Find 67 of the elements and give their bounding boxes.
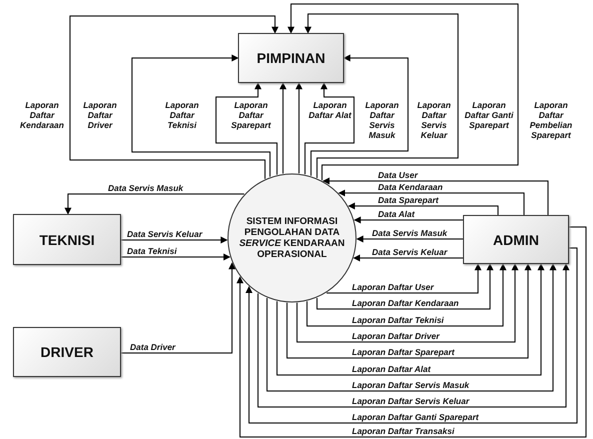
edge-label: Data Servis Keluar xyxy=(127,229,202,239)
arrow xyxy=(304,82,354,175)
edge-label: Laporan Daftar Ganti Sparepart xyxy=(352,412,479,422)
edge-label: Data Alat xyxy=(378,209,415,219)
arrow xyxy=(353,254,464,262)
arrow xyxy=(280,82,286,174)
arrow xyxy=(286,263,532,358)
arrow xyxy=(120,236,228,244)
edge-label: Laporan Daftar Ganti Sparepart xyxy=(464,100,514,130)
arrow xyxy=(306,263,506,326)
edge-label: Data Servis Masuk xyxy=(372,228,448,238)
arrow xyxy=(276,263,544,376)
edge-label: Laporan Daftar Servis Masuk xyxy=(352,380,470,390)
edge-label: Laporan Daftar Alat xyxy=(352,364,431,374)
edge-label: Laporan Daftar Teknisi xyxy=(352,315,444,325)
edge-label: Laporan Daftar Servis Keluar xyxy=(416,100,452,140)
edge-label: Laporan Daftar Kendaraan xyxy=(352,298,459,308)
edge-label: Laporan Daftar Sparepart xyxy=(230,100,272,130)
edge-label: Laporan Daftar Servis Keluar xyxy=(352,396,470,406)
edge-label: Laporan Daftar Kendaraan xyxy=(19,100,65,130)
arrow xyxy=(322,178,548,216)
edge-label: Data User xyxy=(378,170,418,180)
entity-label: DRIVER xyxy=(40,344,94,360)
edge-label: Data Teknisi xyxy=(127,246,177,256)
arrow xyxy=(310,54,408,176)
process-label: SISTEM INFORMASI PENGOLAHAN DATA SERVICE KENDARAAN OPERASIONAL xyxy=(238,216,346,260)
entity-label: PIMPINAN xyxy=(256,50,326,66)
arrow xyxy=(266,263,556,392)
arrow xyxy=(70,16,278,180)
arrow xyxy=(338,190,524,216)
arrow xyxy=(132,54,270,178)
arrow xyxy=(316,263,494,310)
edge-label: Data Servis Keluar xyxy=(372,247,448,257)
arrow xyxy=(296,82,302,174)
edge-label: Laporan Daftar User xyxy=(352,282,434,292)
arrow xyxy=(216,82,278,176)
entity-box xyxy=(13,327,121,377)
edge-label: Laporan Daftar Alat xyxy=(308,100,352,120)
arrow xyxy=(356,236,464,242)
entity-box xyxy=(13,214,121,265)
arrow xyxy=(120,262,236,354)
arrow xyxy=(326,263,482,294)
arrow xyxy=(246,248,578,424)
edge-label: Data Driver xyxy=(130,342,176,352)
edge-label: Data Kendaraan xyxy=(378,182,443,192)
edge-label: Data Sparepart xyxy=(378,195,438,205)
edge-label: Laporan Daftar Servis Masuk xyxy=(364,100,400,140)
edge-label: Laporan Daftar Sparepart xyxy=(352,347,454,357)
arrow xyxy=(236,226,586,438)
entity-box xyxy=(238,33,344,83)
edge-label: Laporan Daftar Driver xyxy=(82,100,118,130)
edge-label: Data Servis Masuk xyxy=(108,183,184,193)
edge-label: Laporan Daftar Transaksi xyxy=(352,426,454,436)
arrow xyxy=(354,216,464,224)
edge-label: Laporan Daftar Pembelian Sparepart xyxy=(528,100,574,140)
entity-label: TEKNISI xyxy=(39,232,95,248)
arrow xyxy=(64,194,245,215)
edge-label: Laporan Daftar Driver xyxy=(352,331,440,341)
arrow xyxy=(258,263,570,408)
arrow xyxy=(304,14,458,178)
edge-label: Laporan Daftar Teknisi xyxy=(164,100,200,130)
arrow xyxy=(296,263,518,342)
arrow xyxy=(288,4,518,181)
entity-label: ADMIN xyxy=(493,232,539,248)
entity-box xyxy=(463,215,569,264)
arrow xyxy=(120,254,230,260)
arrow xyxy=(348,202,498,216)
